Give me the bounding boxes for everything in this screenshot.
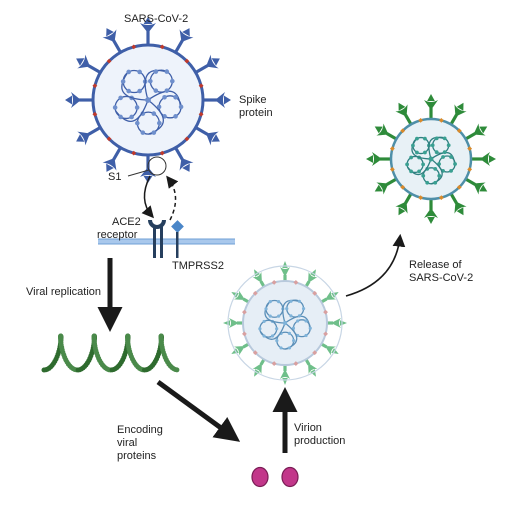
- spike-protein-icon: [203, 92, 231, 108]
- cell-membrane-icon: [98, 238, 235, 245]
- viral-replication-label: Viral replication: [26, 286, 102, 298]
- ace2-receptor-icon: [148, 220, 166, 258]
- release-label-line1: Release of: [409, 259, 462, 271]
- spike-protein-label-line2: protein: [239, 107, 273, 119]
- spike-protein-icon: [395, 102, 413, 126]
- encoding-label-line3: proteins: [117, 450, 157, 462]
- tmprss2-label: TMPRSS2: [172, 260, 224, 272]
- virion-production-label-line2: production: [294, 435, 346, 447]
- spike-protein-icon: [280, 261, 290, 281]
- spike-protein-icon: [194, 54, 220, 74]
- spike-protein-icon: [374, 123, 398, 141]
- spike-protein-icon: [102, 146, 122, 172]
- spike-protein-icon: [76, 54, 102, 74]
- spike-protein-icon: [174, 146, 194, 172]
- rna-helix-icon: [41, 333, 180, 373]
- spike-protein-icon: [471, 152, 496, 166]
- release-label-line2: SARS-CoV-2: [409, 272, 474, 284]
- spike-protein-icon: [464, 177, 488, 195]
- spike-protein-icon: [449, 192, 467, 216]
- encoding-label-line2: viral: [117, 437, 138, 449]
- spike-protein-icon: [374, 177, 398, 195]
- spike-protein-icon: [366, 152, 391, 166]
- spike-protein-icon: [102, 28, 122, 54]
- spike-protein-icon: [65, 92, 93, 108]
- spike-protein-icon: [223, 318, 243, 328]
- release-arrow: [345, 233, 406, 297]
- fusion-arrow-dashed: [166, 175, 179, 221]
- encoding-arrow: [156, 379, 241, 442]
- encoding-label-line1: Encoding: [117, 424, 163, 436]
- sars-cov-2-virion-icon: [65, 17, 231, 183]
- s1-label: S1: [108, 171, 122, 183]
- tmprss2-icon: [171, 220, 184, 258]
- spike-protein-icon: [424, 94, 438, 119]
- s1-marker: [127, 156, 167, 177]
- ace2-label-line1: ACE2: [112, 216, 141, 228]
- viral-protein-icon: [251, 466, 299, 488]
- spike-protein-icon: [194, 126, 220, 146]
- binding-arrow: [141, 175, 154, 219]
- released-virion-icon: [366, 94, 496, 224]
- spike-protein-label-line1: Spike: [239, 94, 267, 106]
- ace2-label-line2: receptor: [97, 229, 138, 241]
- virion-production-label-line1: Virion: [294, 422, 322, 434]
- spike-protein-icon: [395, 192, 413, 216]
- virus-top-label: SARS-CoV-2: [124, 13, 189, 25]
- spike-protein-icon: [174, 28, 194, 54]
- assembling-virion-icon: [223, 261, 347, 385]
- spike-protein-icon: [464, 123, 488, 141]
- spike-protein-icon: [449, 102, 467, 126]
- spike-protein-icon: [76, 126, 102, 146]
- spike-protein-icon: [327, 318, 347, 328]
- spike-protein-icon: [140, 17, 156, 45]
- spike-protein-icon: [424, 199, 438, 224]
- spike-protein-icon: [280, 365, 290, 385]
